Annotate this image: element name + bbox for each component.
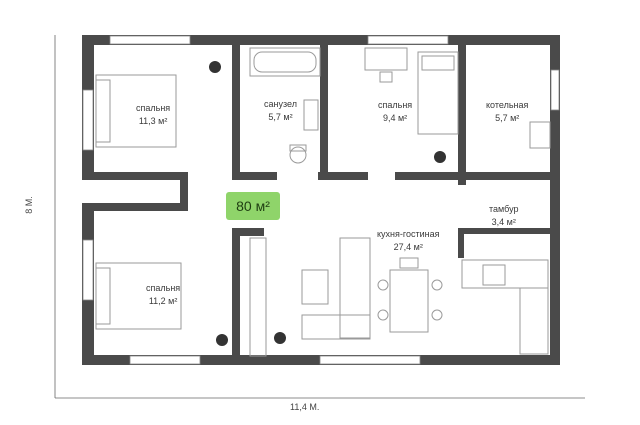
bathroom-fixtures <box>249 47 321 164</box>
room-name: кухня-гостиная <box>377 229 440 239</box>
kitchen-furniture <box>249 237 549 357</box>
room-area: 9,4 м² <box>382 113 408 123</box>
room-label-kitchen-living: кухня-гостиная 27,4 м² <box>377 228 439 254</box>
windows <box>82 35 560 365</box>
room-name: тамбур <box>489 204 519 214</box>
room-label-bedroom-3: спальня 11,2 м² <box>146 282 180 308</box>
total-area-badge: 80 м² <box>226 192 280 220</box>
room-label-bedroom-1: спальня 11,3 м² <box>136 102 170 128</box>
bed-bedroom-2 <box>364 47 459 135</box>
room-name: санузел <box>264 99 297 109</box>
room-name: спальня <box>146 283 181 293</box>
room-area: 27,4 м² <box>393 242 423 252</box>
room-area: 5,7 м² <box>268 112 293 122</box>
room-name: спальня <box>136 103 171 113</box>
room-label-bedroom-2: спальня 9,4 м² <box>378 99 412 125</box>
dimension-lines <box>54 35 585 399</box>
room-label-boiler-room: котельная 5,7 м² <box>486 99 528 125</box>
room-name: котельная <box>486 100 529 110</box>
plant-icons <box>209 61 446 346</box>
room-area: 5,7 м² <box>495 113 520 123</box>
room-label-vestibule: тамбур 3,4 м² <box>489 203 518 229</box>
room-area: 11,3 м² <box>138 116 168 126</box>
height-dimension: 8 М. <box>23 196 34 214</box>
room-area: 11,2 м² <box>148 296 178 306</box>
room-name: спальня <box>378 100 413 110</box>
room-area: 3,4 м² <box>491 217 516 227</box>
boiler-fixture <box>529 121 551 149</box>
bed-bedroom-1 <box>95 74 177 148</box>
bed-bedroom-3 <box>95 262 182 330</box>
room-label-bathroom: санузел 5,7 м² <box>264 98 297 124</box>
width-dimension: 11,4 М. <box>290 402 320 412</box>
